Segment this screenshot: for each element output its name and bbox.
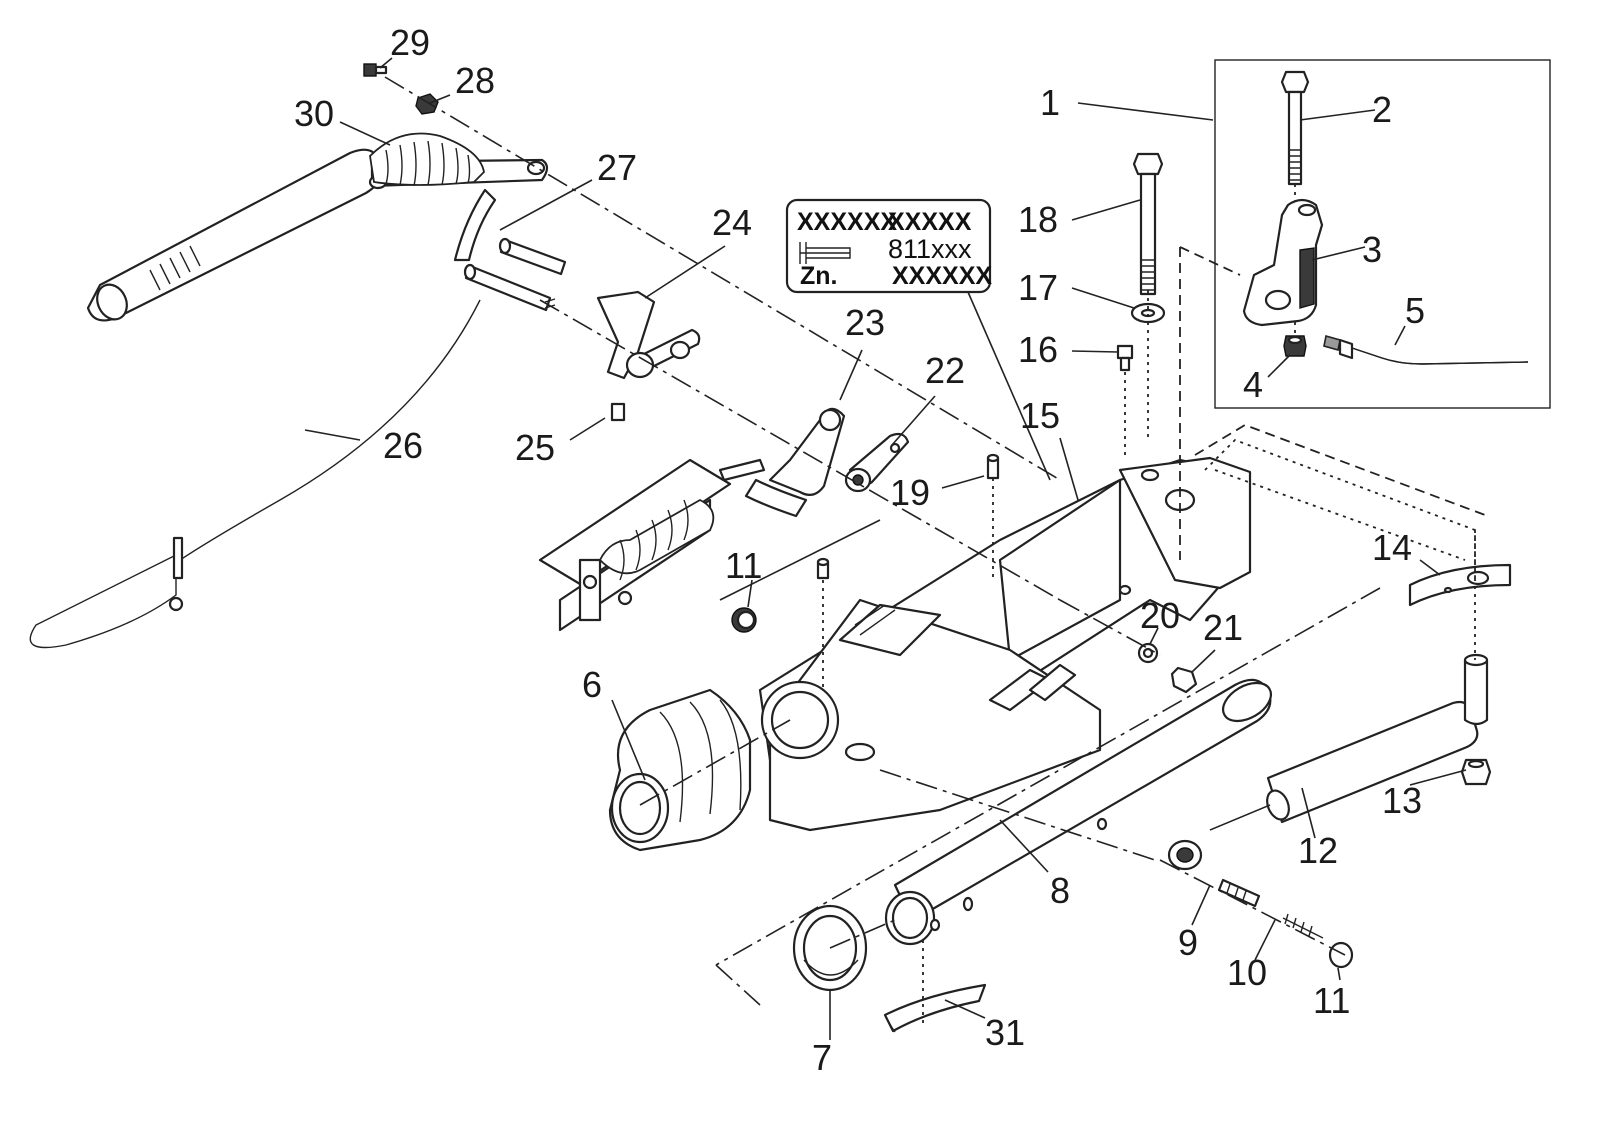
callout-labels: 1 2 3 4 5 6 7 8 9 10 11 11 12 13 14 15 1… xyxy=(294,22,1425,1078)
callout-27: 27 xyxy=(597,147,637,188)
part-12-cylinder xyxy=(1167,653,1489,871)
callout-19: 19 xyxy=(890,472,930,513)
callout-16: 16 xyxy=(1018,329,1058,370)
plate-line1-left: XXXXXX xyxy=(797,208,897,236)
callout-3: 3 xyxy=(1362,229,1382,270)
callout-7: 7 xyxy=(812,1037,832,1078)
center-lines xyxy=(384,76,1486,1025)
part-2-long-bolt xyxy=(1280,70,1310,186)
callout-23: 23 xyxy=(845,302,885,343)
part-16-screw xyxy=(1116,344,1134,372)
part-19-grease-nipple-lower xyxy=(816,557,830,580)
part-26-cable xyxy=(29,299,481,649)
part-13-nut xyxy=(1460,758,1492,786)
part-4-nut xyxy=(1283,335,1307,357)
callout-11-lower: 11 xyxy=(1313,980,1350,1021)
part-23-arm xyxy=(744,407,846,518)
plate-line1-right: XXXXX xyxy=(888,208,972,236)
part-10-spring-pin xyxy=(1282,913,1324,939)
shaft-lower xyxy=(463,263,556,312)
part-14-plate xyxy=(1408,563,1512,607)
callout-8: 8 xyxy=(1050,870,1070,911)
part-8-tube xyxy=(884,678,1272,946)
callout-21: 21 xyxy=(1203,607,1243,648)
part-25-nipple xyxy=(610,402,626,422)
callout-26: 26 xyxy=(383,425,423,466)
callout-28: 28 xyxy=(455,60,495,101)
callout-13: 13 xyxy=(1382,780,1422,821)
part-27-bracket xyxy=(453,188,497,262)
part-6-rubber-boot xyxy=(608,688,752,852)
callout-31: 31 xyxy=(985,1012,1025,1053)
callout-30: 30 xyxy=(294,93,334,134)
part-11-cap xyxy=(1328,941,1354,969)
callout-18: 18 xyxy=(1018,199,1058,240)
callout-24: 24 xyxy=(712,202,752,243)
type-plate: XXXXXX XXXXX 811xxx Zn. XXXXXX xyxy=(785,198,992,294)
inset-assembly-box xyxy=(1214,59,1551,409)
plate-code: 811xxx xyxy=(888,234,972,264)
callout-5: 5 xyxy=(1405,290,1425,331)
callout-14: 14 xyxy=(1372,527,1412,568)
callout-12: 12 xyxy=(1298,830,1338,871)
part-9-pin xyxy=(1217,878,1261,908)
plate-tool-icon xyxy=(799,242,851,264)
callout-1: 1 xyxy=(1040,82,1060,123)
part-5-bent-rod xyxy=(1323,334,1529,365)
part-15-main-housing xyxy=(758,456,1252,832)
plate-line3-value: XXXXXX xyxy=(892,262,992,290)
callout-29: 29 xyxy=(390,22,430,63)
callout-6: 6 xyxy=(582,664,602,705)
callout-4: 4 xyxy=(1243,364,1263,405)
part-29-screw xyxy=(363,63,388,77)
part-30-lever-arm xyxy=(86,132,549,322)
callout-9: 9 xyxy=(1178,922,1198,963)
callout-20: 20 xyxy=(1140,595,1180,636)
callout-11-upper: 11 xyxy=(725,545,762,586)
part-11-cap-upper xyxy=(731,607,757,633)
callout-2: 2 xyxy=(1372,89,1392,130)
callout-10: 10 xyxy=(1227,952,1267,993)
callout-22: 22 xyxy=(925,350,965,391)
plate-line3-label: Zn. xyxy=(800,262,838,290)
part-24-arm xyxy=(596,290,701,380)
spring-assembly xyxy=(538,458,766,632)
part-18-bolt xyxy=(1132,152,1164,296)
part-31-clip xyxy=(883,983,987,1033)
part-3-bracket xyxy=(1242,198,1324,327)
shaft-upper xyxy=(498,237,567,276)
callout-15: 15 xyxy=(1020,395,1060,436)
callout-17: 17 xyxy=(1018,267,1058,308)
part-19-grease-nipple xyxy=(986,453,1000,480)
part-20-washer xyxy=(1137,642,1159,664)
callout-25: 25 xyxy=(515,427,555,468)
leader-lines xyxy=(304,57,1467,1040)
part-22-link xyxy=(844,432,910,493)
